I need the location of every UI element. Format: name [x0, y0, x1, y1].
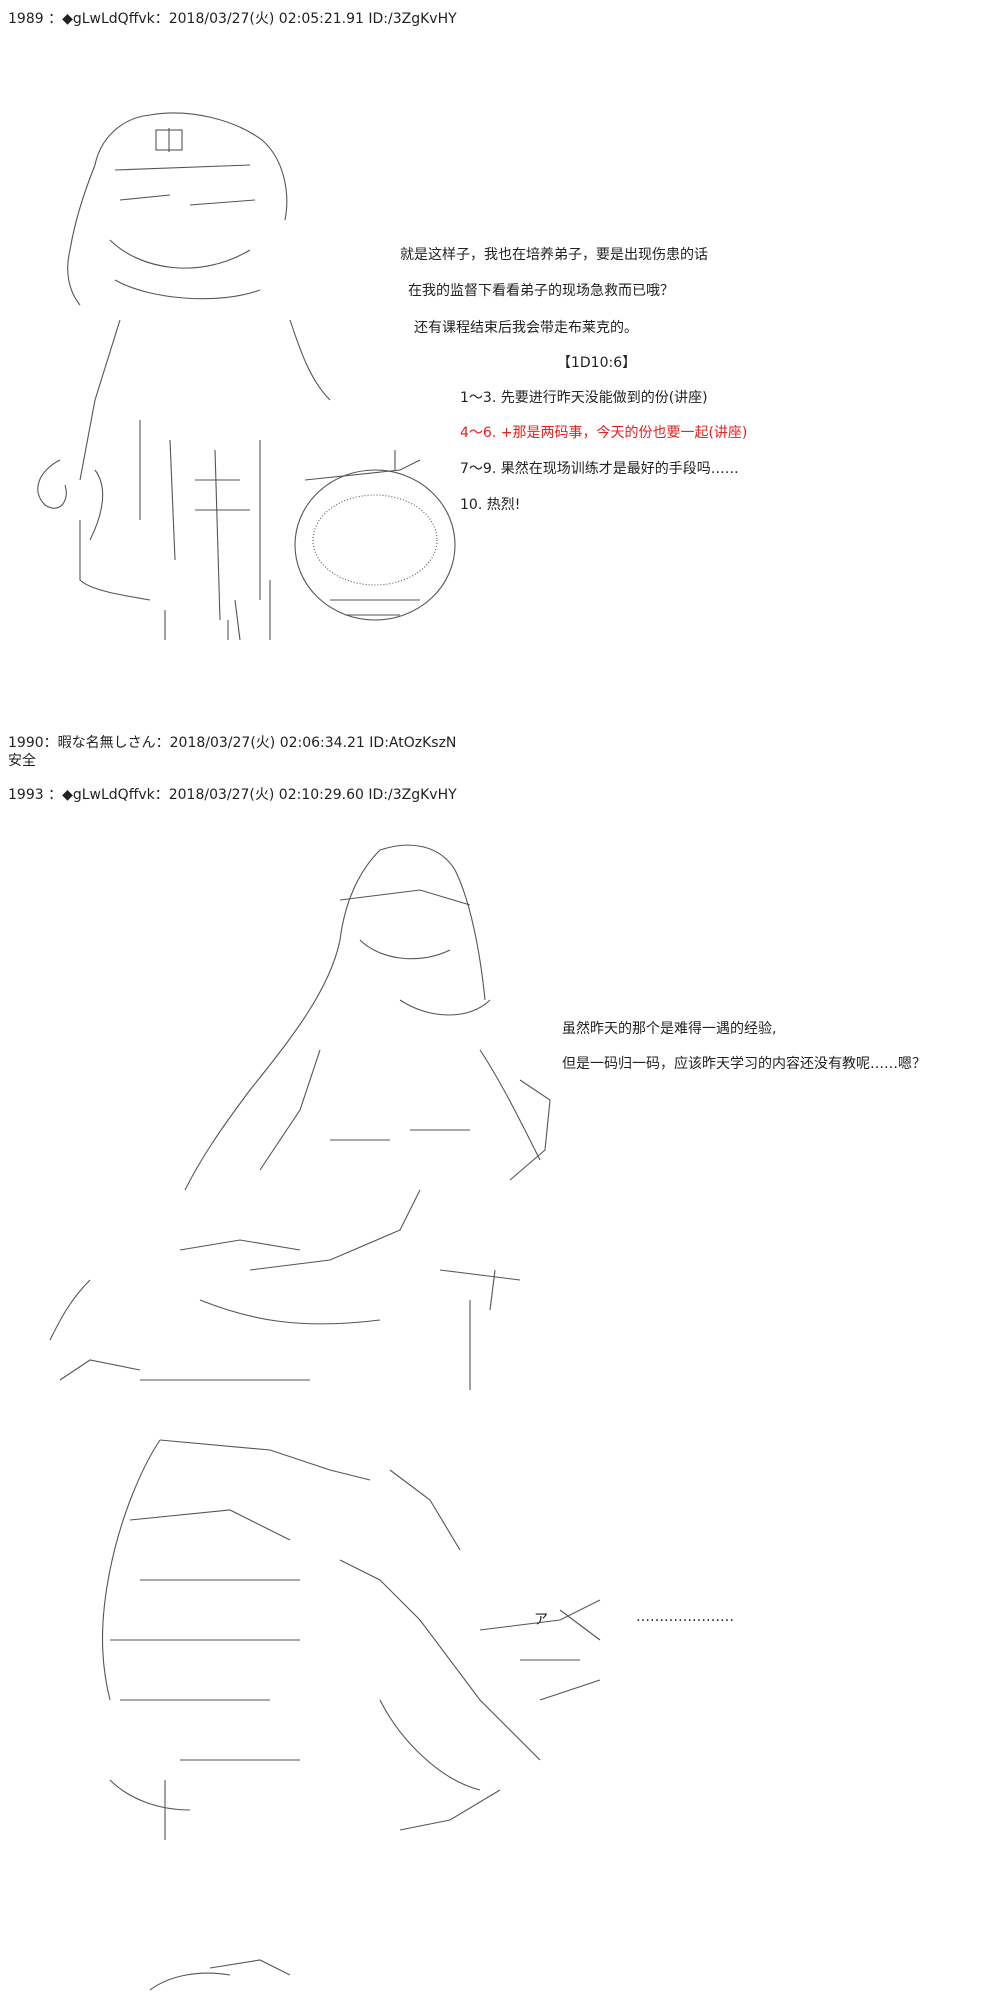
option-1: 1～3. 先要进行昨天没能做到的份(讲座) [460, 390, 708, 406]
dialogue-line-5: 但是一码归一码，应该昨天学习的内容还没有教呢……嗯？ [562, 1056, 926, 1072]
ellipsis-line: ………………… [636, 1609, 734, 1625]
option-2-selected: 4～6. +那是两码事，今天的份也要一起(讲座) [460, 425, 748, 441]
partial-figure-art [149, 1959, 291, 1991]
nurse-figure-art [37, 112, 456, 641]
option-3: 7～9. 果然在现场训练才是最好的手段吗…… [460, 461, 739, 477]
fighting-figure-art [101, 1439, 601, 1840]
post-header-1993: 1993 ：◆gLwLdQffvk：2018/03/27(火) 02:10:29… [8, 787, 457, 803]
dice-roll: 【1D10:6】 [557, 355, 637, 371]
post-body-1990: 安全 [8, 753, 36, 769]
dialogue-line-1: 就是这样子，我也在培养弟子，要是出现伤患的话 [400, 247, 708, 263]
dialogue-line-2: 在我的监督下看看弟子的现场急救而已哦？ [408, 283, 674, 299]
exclamation-a: ア [534, 1612, 548, 1628]
post-header-1989: 1989 ：◆gLwLdQffvk：2018/03/27(火) 02:05:21… [8, 11, 457, 27]
dialogue-line-4: 虽然昨天的那个是难得一遇的经验, [562, 1021, 777, 1037]
dialogue-line-3: 还有课程结束后我会带走布莱克的。 [414, 320, 638, 336]
long-hair-figure-art [49, 844, 551, 1390]
option-4: 10. 热烈! [460, 497, 521, 513]
post-header-1990: 1990：暇な名無しさん：2018/03/27(火) 02:06:34.21 I… [8, 735, 457, 751]
